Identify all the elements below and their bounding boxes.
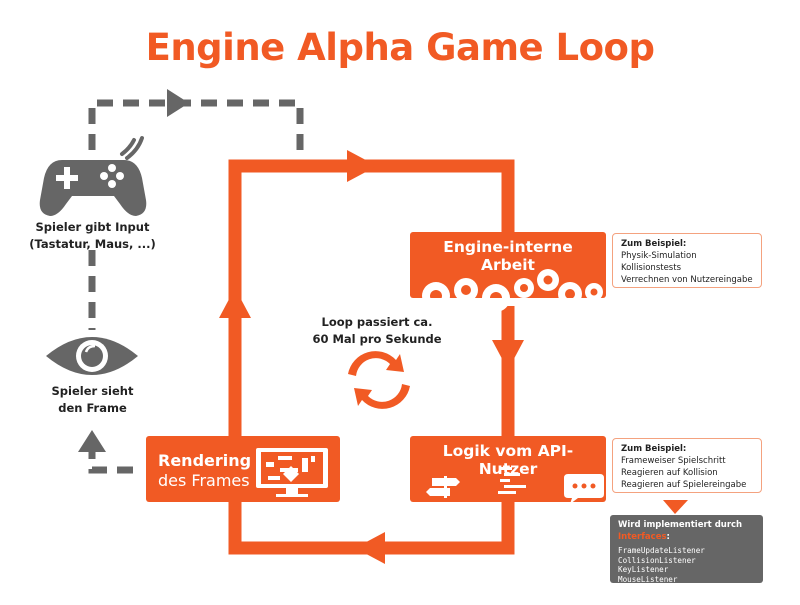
logic-box-title: Logik vom API-Nutzer: [442, 442, 574, 478]
engine-box: [406, 232, 610, 312]
loop-arrow-up-left: [219, 288, 251, 318]
loop-frequency-label: Loop passiert ca. 60 Mal pro Sekunde: [312, 315, 442, 346]
monitor-icon: [256, 448, 328, 497]
signpost-icon: [426, 476, 460, 498]
interfaces-list: FrameUpdateListener CollisionListener Ke…: [618, 546, 705, 594]
flow-chart-icon: [498, 467, 526, 494]
callout-down-arrow: [663, 500, 688, 514]
logic-callout: Zum Beispiel: Frameweiser Spielschritt R…: [612, 438, 762, 493]
player-input-label: Spieler gibt Input (Tastatur, Maus, ...): [29, 220, 156, 251]
engine-box-title: Engine-interne Arbeit: [443, 238, 573, 274]
engine-callout: Zum Beispiel: Physik-Simulation Kollisio…: [612, 233, 762, 288]
rendering-box-title: Rendering des Frames: [158, 451, 252, 490]
dashed-arrow-right: [167, 89, 189, 117]
rendering-box: [146, 436, 340, 502]
speech-bubble-icon: [564, 474, 604, 504]
eye-icon: [46, 337, 138, 375]
loop-arrow-right-top: [347, 150, 377, 182]
cycle-icon: [348, 351, 410, 409]
player-sees-label: Spieler sieht den Frame: [51, 384, 134, 415]
loop-arrow-left-bottom: [355, 532, 385, 564]
loop-arrow-down-right: [492, 340, 524, 370]
page-title: Engine Alpha Game Loop: [145, 26, 655, 69]
logic-box: [410, 436, 606, 504]
interfaces-box: Wird implementiert durch Interfaces: Fra…: [610, 515, 763, 593]
dashed-arrow-up: [78, 430, 106, 452]
interfaces-head: Wird implementiert durch Interfaces:: [618, 520, 743, 542]
gamepad-icon: [39, 136, 147, 216]
